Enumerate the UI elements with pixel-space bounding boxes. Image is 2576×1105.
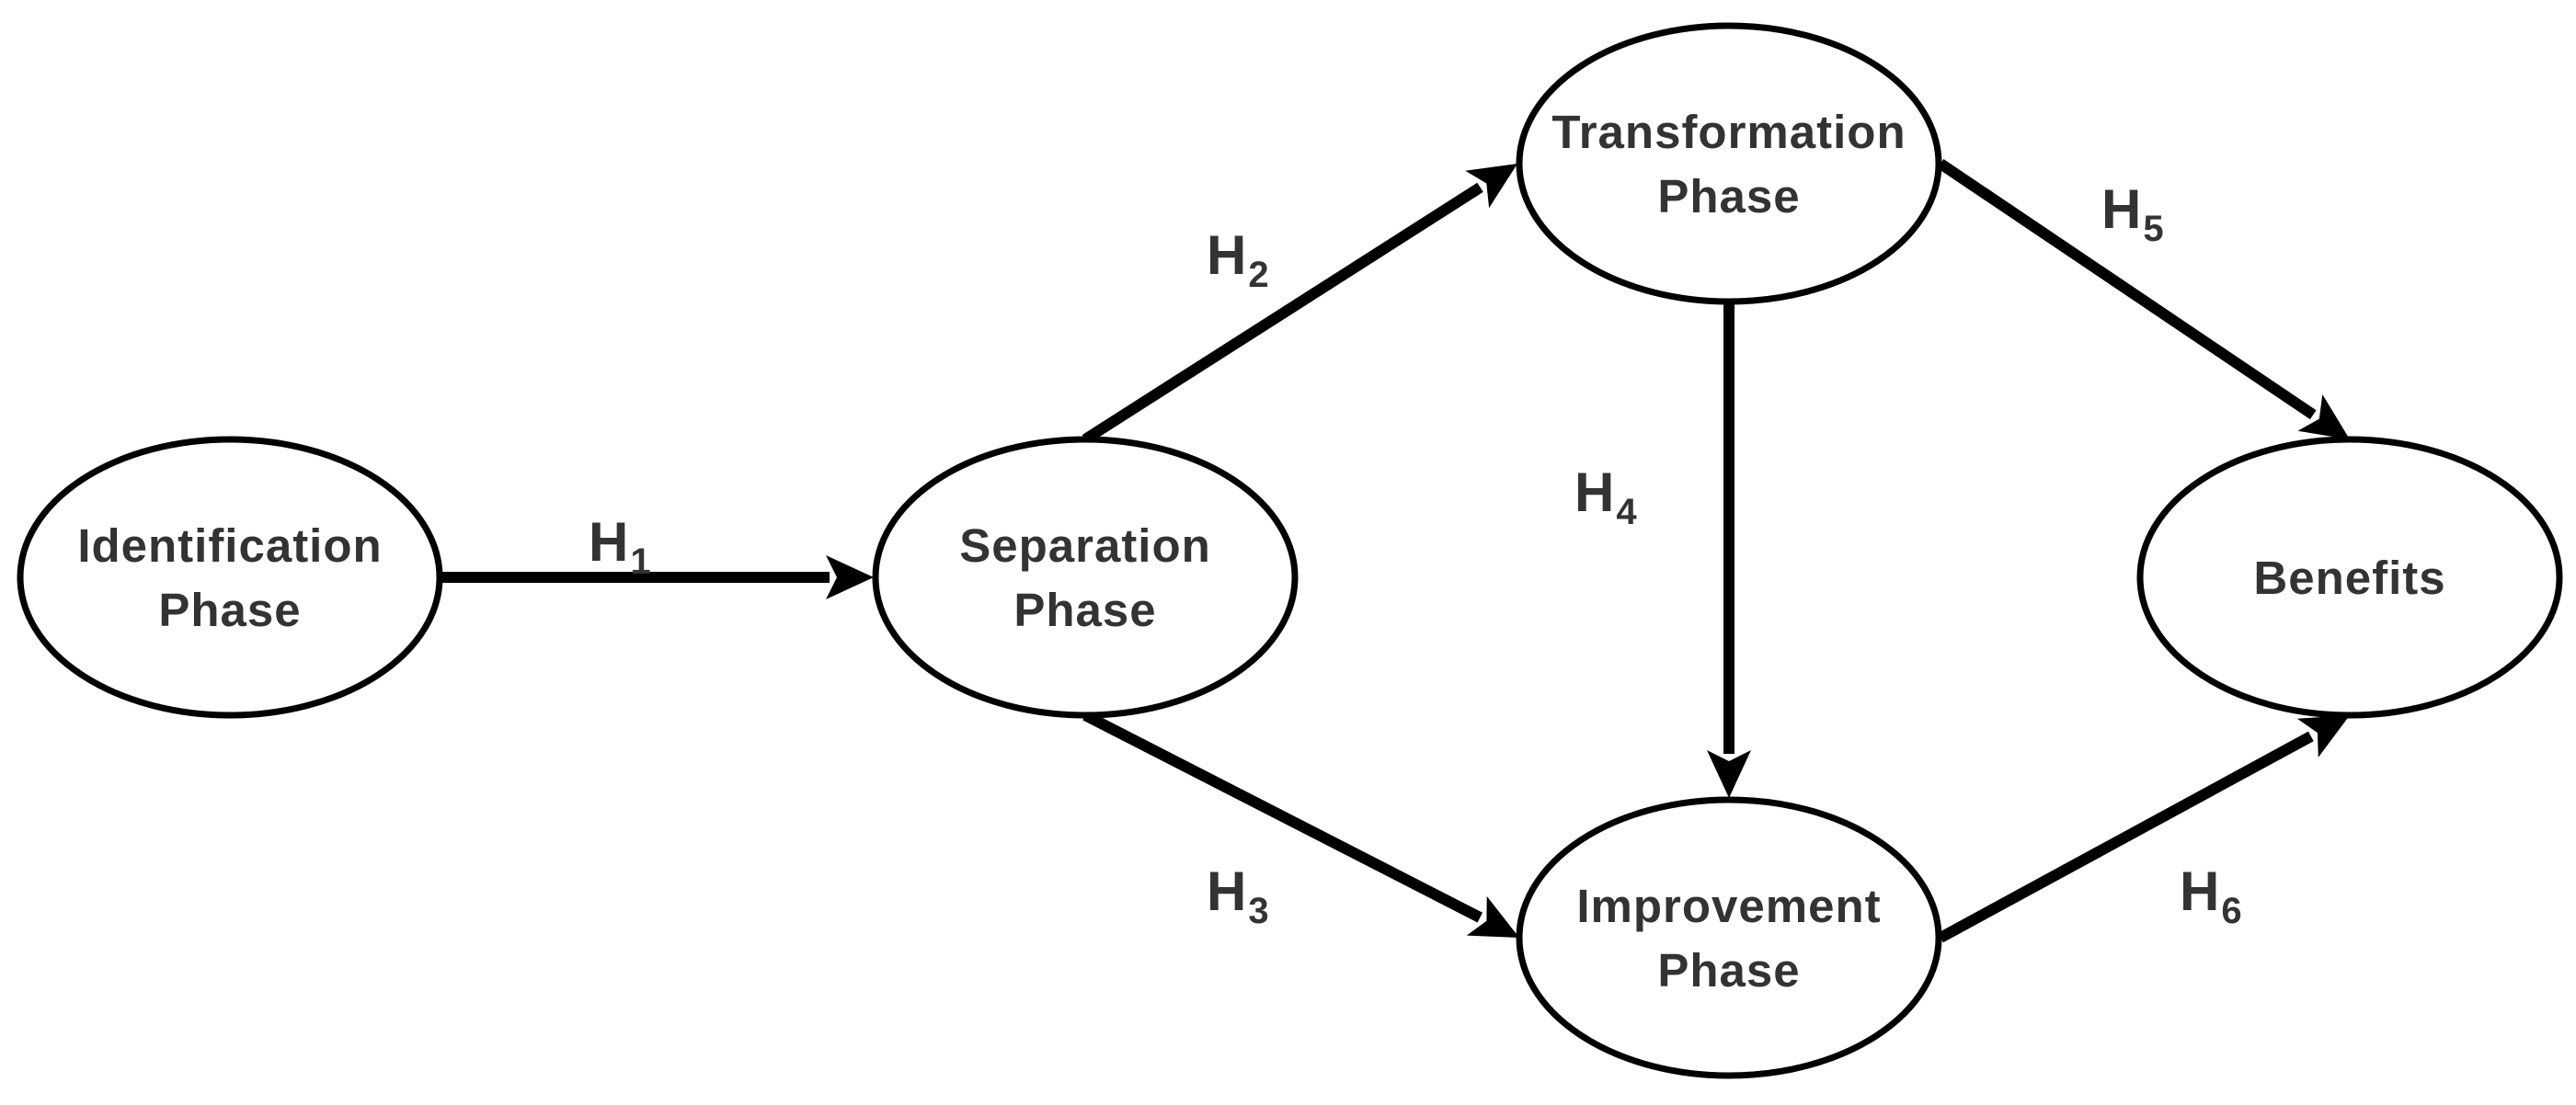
arrowhead-icon [826,555,874,599]
edge-h5: H5 [1937,159,2350,439]
arrowhead-icon [1465,164,1517,209]
node-label-improvement: Improvement [1576,880,1881,932]
node-ellipse-benefits [2136,436,2563,719]
node-label-separation: Separation [959,519,1211,572]
node-label-identification: Phase [158,584,301,636]
node-label-benefits: Benefits [2253,552,2445,604]
node-label-identification: Identification [77,519,382,572]
arrow-line-h3 [1082,710,1483,923]
node-label-transformation: Transformation [1551,106,1906,158]
arrowhead-icon [1466,895,1519,938]
hypothesis-label-h3: H3 [1207,860,1269,931]
node-ellipse-separation [872,436,1299,719]
edge-h2: H2 [1082,164,1517,445]
node-ellipse-transformation [1516,22,1942,305]
arrow-line-h5 [1937,159,2317,420]
hypothesis-label-h1: H1 [589,511,651,582]
arrowhead-icon [2296,715,2350,758]
node-label-separation: Phase [1013,584,1156,636]
hypothesis-label-h4: H4 [1574,461,1637,532]
node-label-improvement: Phase [1657,944,1800,997]
edge-h4: H4 [1574,302,1751,798]
hypothesis-label-h2: H2 [1207,224,1269,295]
node-benefits: Benefits [2136,436,2563,719]
node-ellipse-identification [17,436,443,719]
hypothesis-label-h5: H5 [2101,178,2164,249]
arrowhead-icon [1707,750,1751,798]
edge-h3: H3 [1082,710,1519,938]
edge-h1: H1 [441,511,874,599]
edge-h6: H6 [1938,715,2350,943]
hypothesis-label-h6: H6 [2180,860,2242,931]
node-label-transformation: Phase [1657,170,1800,222]
arrow-line-h6 [1938,731,2314,943]
arrow-line-h2 [1082,182,1483,445]
node-ellipse-improvement [1516,796,1942,1079]
arrowhead-icon [2297,394,2350,439]
